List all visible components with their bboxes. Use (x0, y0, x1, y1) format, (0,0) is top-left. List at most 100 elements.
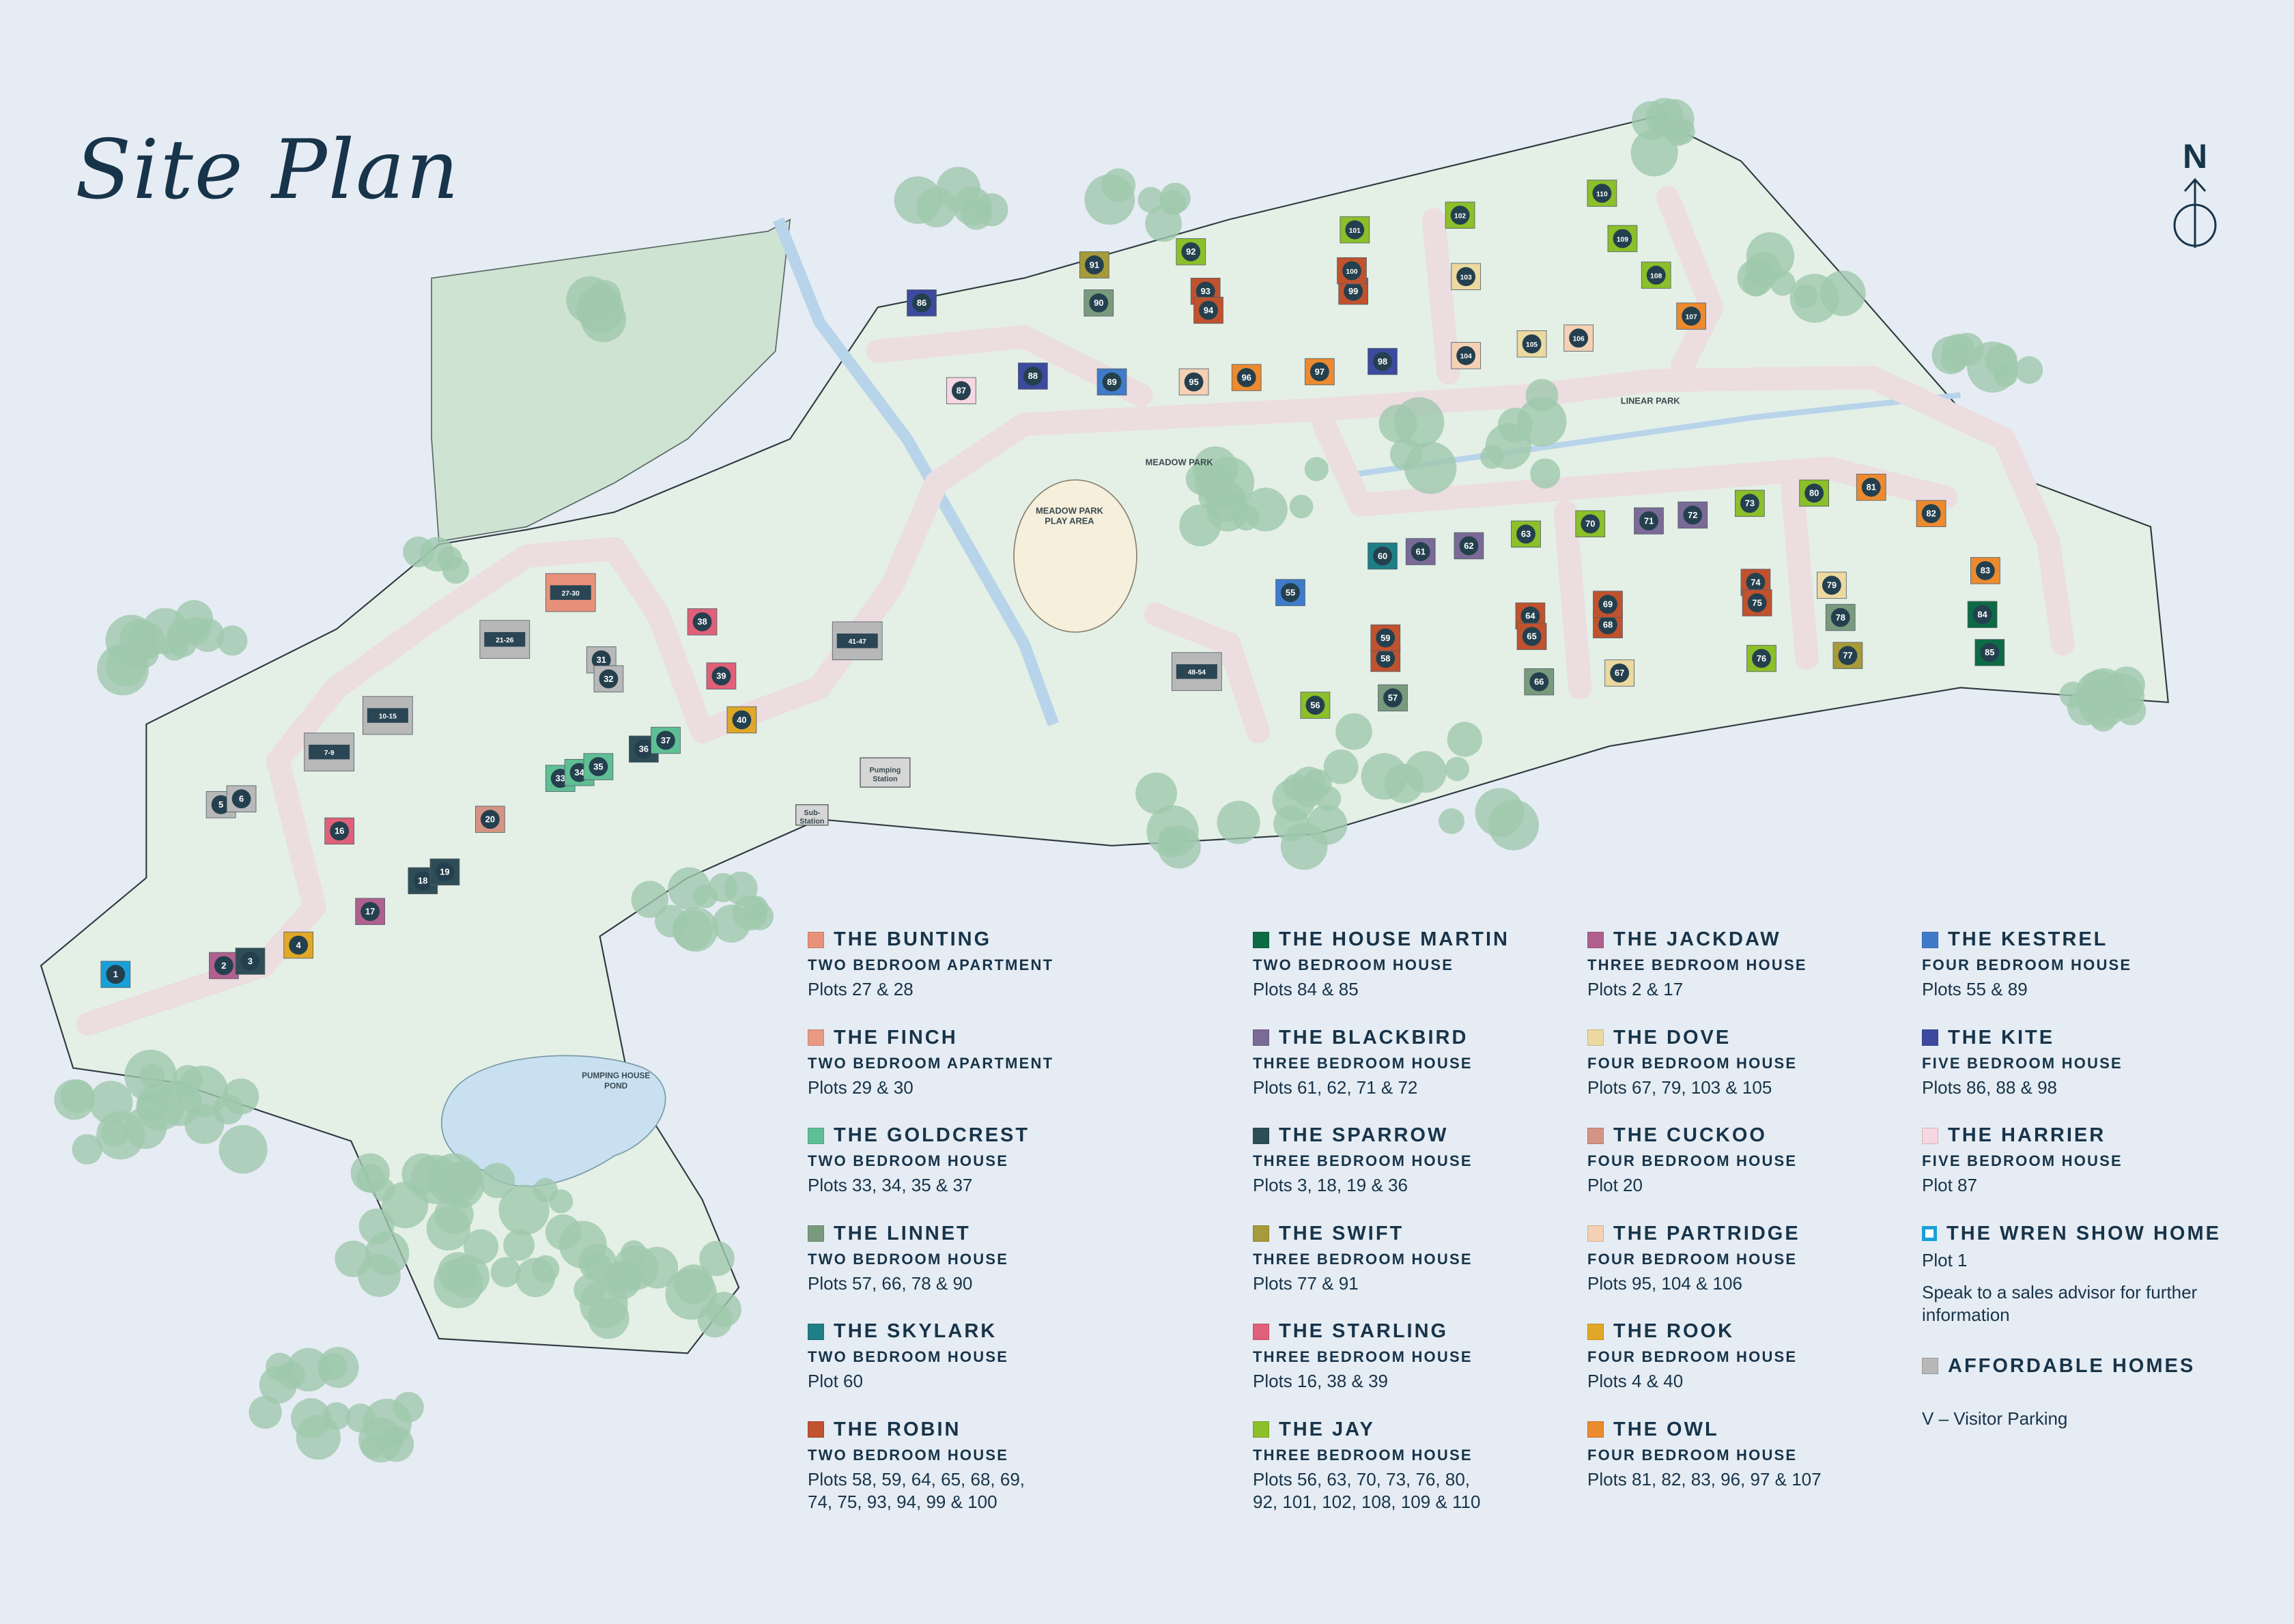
plot-80[interactable]: 80 (1799, 479, 1829, 507)
label-pond-2: POND (604, 1082, 627, 1091)
plot-6[interactable]: 6 (226, 785, 257, 812)
swatch-goldcrest (808, 1127, 824, 1144)
plot-number-badge (1305, 696, 1325, 715)
plot-109[interactable]: 109 (1607, 225, 1638, 253)
plot-66[interactable]: 66 (1524, 668, 1555, 696)
plot-104[interactable]: 104 (1451, 342, 1481, 369)
plot-number-badge (711, 666, 731, 686)
plot-10-15[interactable]: 10-15 (363, 696, 413, 735)
plot-72[interactable]: 72 (1677, 501, 1708, 529)
plot-7-9[interactable]: 7-9 (304, 732, 354, 771)
plot-73[interactable]: 73 (1735, 489, 1765, 517)
plot-number: 86 (917, 298, 926, 308)
plot-57[interactable]: 57 (1378, 684, 1408, 712)
plot-92[interactable]: 92 (1176, 238, 1206, 266)
plot-83[interactable]: 83 (1970, 557, 2000, 584)
house-name: THE FINCH (834, 1026, 958, 1049)
sub-station (795, 804, 829, 826)
plot-37[interactable]: 37 (651, 726, 681, 754)
plot-96[interactable]: 96 (1231, 364, 1262, 391)
plot-56[interactable]: 56 (1300, 692, 1331, 719)
plot-89[interactable]: 89 (1096, 368, 1127, 396)
plot-40[interactable]: 40 (726, 706, 757, 734)
plot-95[interactable]: 95 (1178, 368, 1209, 396)
plot-61[interactable]: 61 (1405, 538, 1436, 565)
swatch-owl (1587, 1421, 1604, 1438)
plot-94[interactable]: 94 (1193, 296, 1223, 324)
plot-48-54[interactable]: 48-54 (1172, 652, 1222, 692)
plot-69[interactable]: 69 (1593, 590, 1623, 618)
plot-76[interactable]: 76 (1746, 644, 1776, 672)
house-plots: Plots 27 & 28 (808, 979, 914, 999)
plot-84[interactable]: 84 (1967, 601, 1998, 628)
plot-62[interactable]: 62 (1454, 532, 1484, 560)
plot-63[interactable]: 63 (1511, 520, 1541, 548)
house-plots: Plots 56, 63, 70, 73, 76, 80,92, 101, 10… (1253, 1468, 1481, 1512)
plot-98[interactable]: 98 (1368, 347, 1398, 375)
plot-103[interactable]: 103 (1451, 263, 1481, 290)
tree-icon (574, 1274, 606, 1306)
house-name: THE BLACKBIRD (1279, 1026, 1469, 1049)
plot-90[interactable]: 90 (1084, 289, 1114, 317)
plot-108[interactable]: 108 (1641, 261, 1671, 289)
plot-77[interactable]: 77 (1832, 642, 1863, 669)
plot-38[interactable]: 38 (687, 608, 718, 636)
plot-107[interactable]: 107 (1676, 302, 1706, 330)
plot-1[interactable]: 1 (100, 960, 131, 988)
plot-71[interactable]: 71 (1634, 507, 1664, 535)
plot-number: 63 (1521, 529, 1531, 539)
plot-4[interactable]: 4 (283, 931, 313, 959)
plot-number-badge (1598, 615, 1617, 635)
plot-87[interactable]: 87 (946, 377, 976, 405)
plot-91[interactable]: 91 (1079, 251, 1109, 279)
plot-67[interactable]: 67 (1604, 659, 1634, 687)
plot-97[interactable]: 97 (1305, 358, 1335, 386)
tree-icon (587, 1297, 629, 1339)
plot-59[interactable]: 59 (1370, 624, 1401, 652)
plot-102[interactable]: 102 (1445, 201, 1475, 229)
plot-82[interactable]: 82 (1916, 500, 1946, 528)
plot-55[interactable]: 55 (1275, 579, 1305, 606)
plot-70[interactable]: 70 (1575, 510, 1606, 538)
plot-number-badge (289, 935, 309, 955)
plot-60[interactable]: 60 (1368, 542, 1398, 570)
plot-2[interactable]: 2 (209, 952, 239, 980)
plot-3[interactable]: 3 (235, 948, 266, 975)
plot-100[interactable]: 100 (1337, 257, 1367, 285)
plot-number-badge (1184, 372, 1204, 392)
plot-16[interactable]: 16 (324, 817, 354, 845)
plot-35[interactable]: 35 (583, 753, 614, 780)
plot-number: 2 (221, 960, 226, 971)
plot-number: 62 (1464, 541, 1473, 551)
plot-75[interactable]: 75 (1742, 589, 1772, 616)
plot-101[interactable]: 101 (1340, 216, 1370, 244)
plot-20[interactable]: 20 (475, 806, 505, 833)
plot-number: 60 (1378, 551, 1387, 561)
plot-81[interactable]: 81 (1856, 474, 1886, 501)
plot-41-47[interactable]: 41-47 (832, 621, 883, 661)
plot-27-30[interactable]: 27-30 (545, 573, 596, 612)
plot-39[interactable]: 39 (706, 662, 737, 689)
plot-78[interactable]: 78 (1825, 603, 1856, 631)
tree-icon (296, 1414, 341, 1460)
plot-88[interactable]: 88 (1018, 362, 1048, 390)
plot-110[interactable]: 110 (1587, 180, 1617, 207)
plot-85[interactable]: 85 (1974, 639, 2005, 666)
plot-32[interactable]: 32 (593, 665, 624, 693)
plot-79[interactable]: 79 (1817, 571, 1847, 599)
plot-number: 6 (239, 793, 244, 803)
swatch-linnet (808, 1225, 824, 1242)
plot-106[interactable]: 106 (1563, 324, 1594, 352)
plot-19[interactable]: 19 (429, 858, 460, 886)
legend-entry-swift: THE SWIFT THREE BEDROOM HOUSE Plots 77 &… (1253, 1223, 1510, 1321)
plot-number: 31 (597, 655, 606, 665)
plot-86[interactable]: 86 (907, 289, 937, 317)
plot-17[interactable]: 17 (355, 898, 385, 925)
plot-21-26[interactable]: 21-26 (479, 620, 530, 659)
plot-number: 10-15 (379, 713, 397, 720)
plot-number-badge (1376, 649, 1396, 668)
plot-105[interactable]: 105 (1516, 330, 1547, 358)
plot-number: 20 (485, 814, 495, 824)
plot-65[interactable]: 65 (1516, 623, 1547, 651)
plot-number-badge (413, 871, 433, 891)
